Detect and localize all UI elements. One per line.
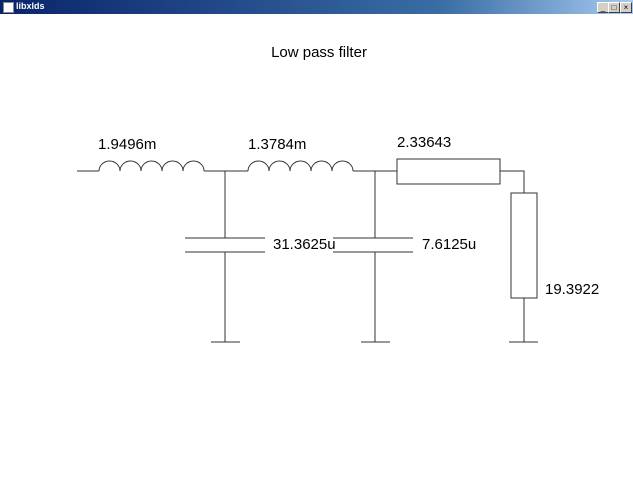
load-resistor: [510, 192, 538, 299]
inductor-2-label: 1.3784m: [248, 136, 306, 153]
inductor-1: [98, 160, 205, 172]
wire: [500, 170, 525, 193]
series-resistor-label: 2.33643: [397, 134, 451, 151]
capacitor-2-label: 7.6125u: [422, 236, 476, 253]
capacitor-1-label: 31.3625u: [273, 236, 336, 253]
app-icon: [3, 2, 14, 13]
load-resistor-label: 19.3922: [545, 281, 599, 298]
window-title: libxlds: [16, 1, 45, 11]
title-bar[interactable]: libxlds _ □ ×: [0, 0, 633, 14]
circuit-diagram: Low pass filter 1.9496m 1.3784m 31.3625u…: [77, 44, 599, 343]
diagram-title: Low pass filter: [271, 44, 367, 61]
series-resistor: [396, 158, 501, 185]
inductor-1-label: 1.9496m: [98, 136, 156, 153]
inductor-2: [247, 160, 354, 172]
close-button[interactable]: ×: [620, 2, 632, 13]
maximize-button[interactable]: □: [608, 2, 620, 13]
